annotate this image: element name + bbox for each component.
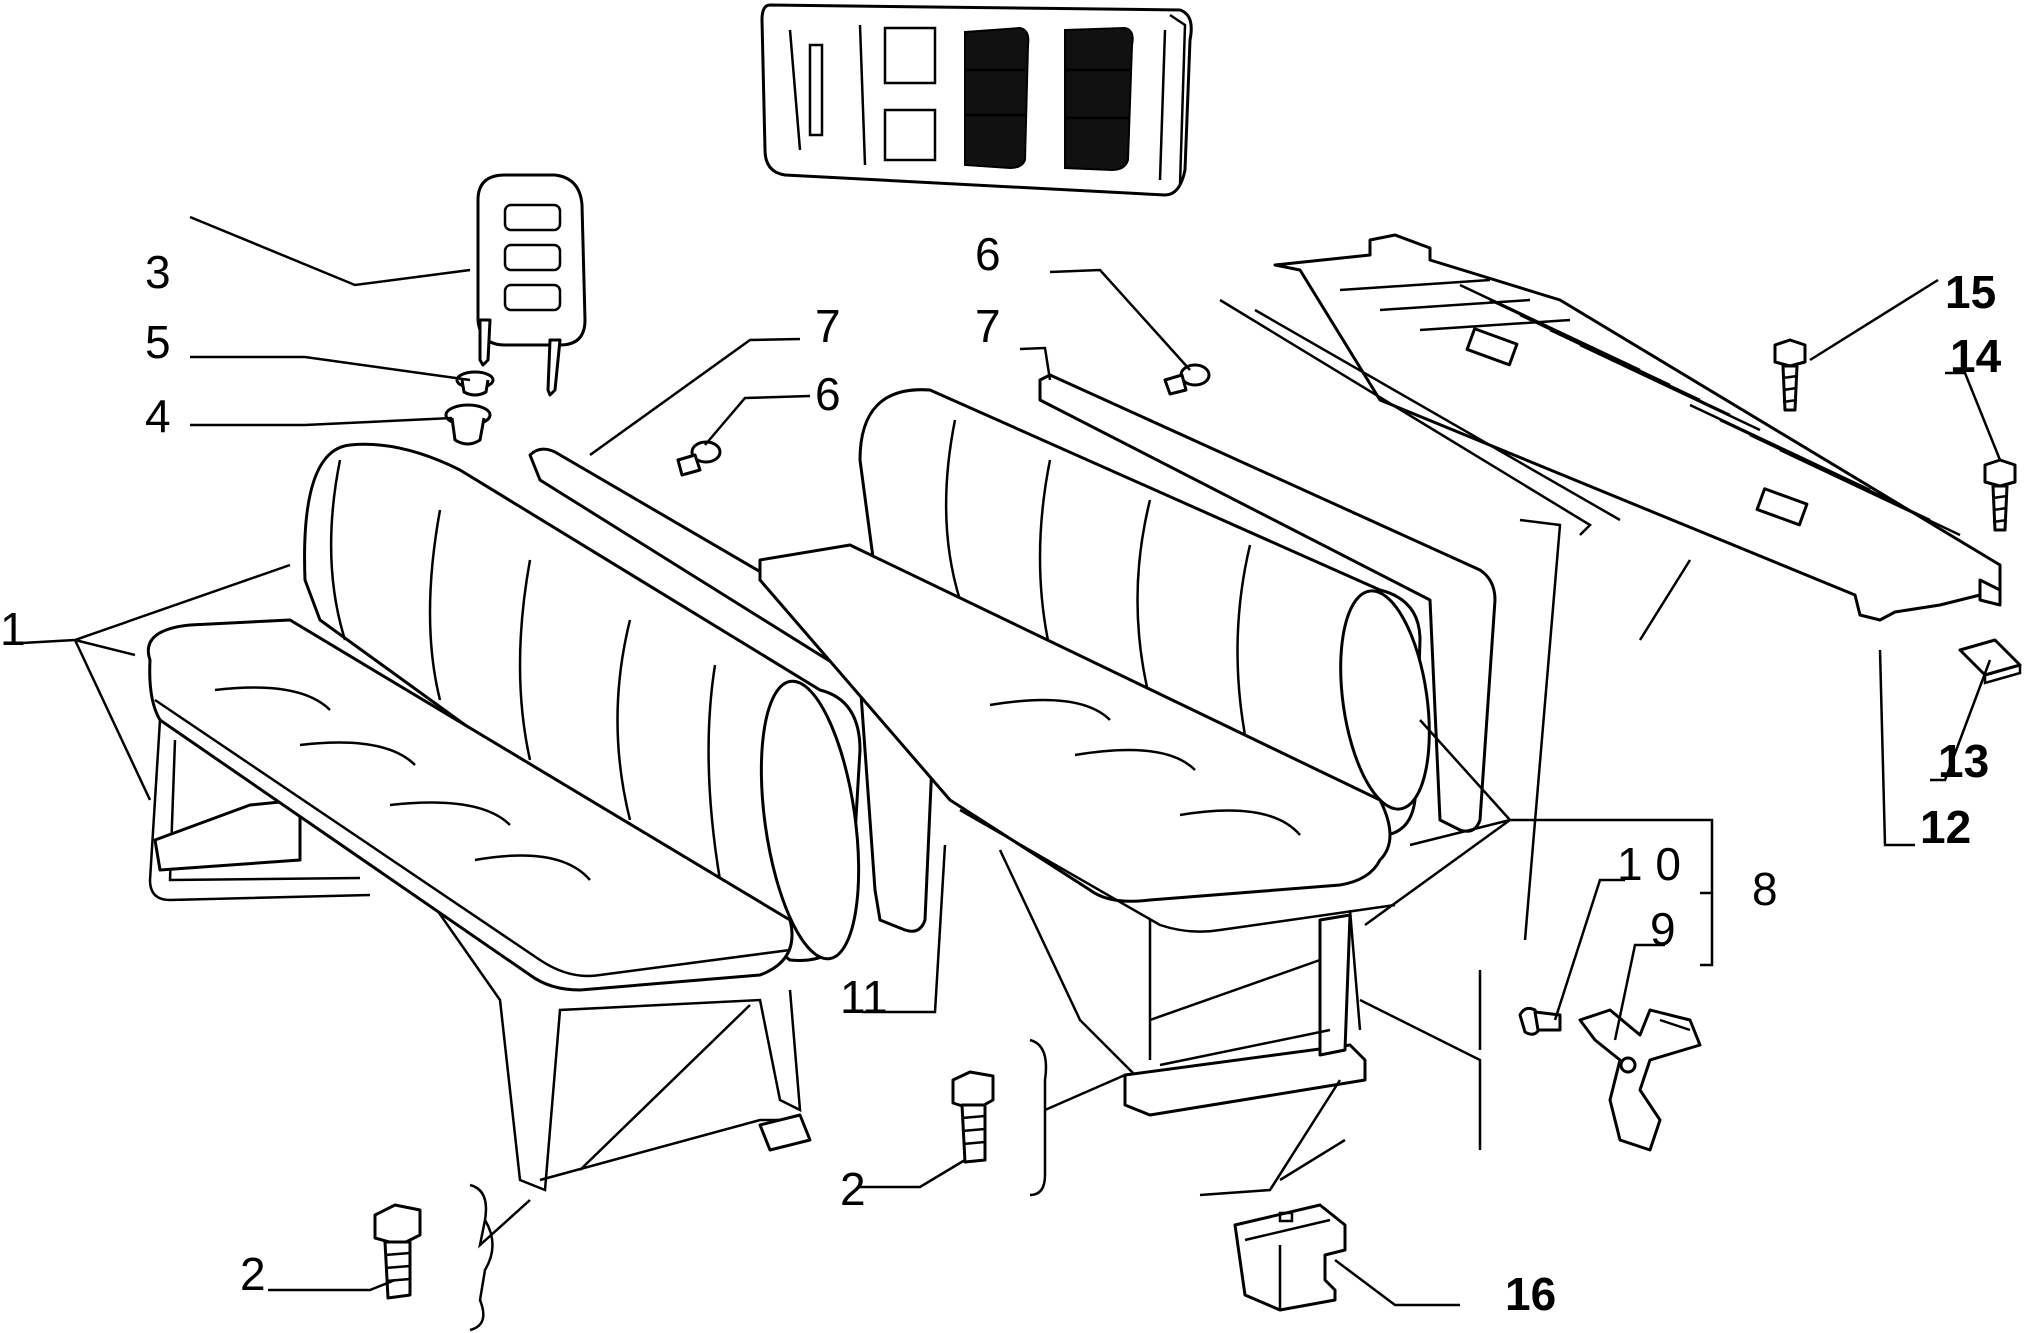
callout-2-left: 2: [240, 1248, 266, 1300]
highlighted-rear-seat-1: [964, 26, 1030, 170]
callout-1: 1: [0, 603, 26, 655]
callout-6-rear: 6: [975, 228, 1001, 280]
leader-lines: [21, 215, 2002, 1332]
callout-14: 14: [1950, 330, 2002, 382]
callout-15: 15: [1945, 266, 1996, 318]
seat-latch: [1578, 1008, 1702, 1152]
callout-6-front: 6: [815, 368, 841, 420]
callout-3: 3: [145, 246, 171, 298]
callout-7-front: 7: [815, 300, 841, 352]
headrest-bushing-lower: [444, 403, 492, 446]
shelf-washer: [1958, 638, 2022, 685]
callout-16: 16: [1505, 1268, 1556, 1320]
lock-pin: [1518, 1006, 1562, 1036]
rear-bench-seat: [758, 388, 1431, 1117]
shelf-bolt-upper: [1773, 338, 1807, 412]
callout-labels: 1 2 2 3 4 5 6 6 7 7 8 9 1 0 11 12 13 14 …: [0, 228, 2002, 1320]
callout-10: 1 0: [1617, 838, 1681, 890]
cover-cap: [1233, 1203, 1347, 1312]
retaining-knob-rear: [1163, 363, 1211, 396]
callout-7-rear: 7: [975, 300, 1001, 352]
callout-4: 4: [145, 390, 171, 442]
front-bench-seat: [147, 442, 862, 1192]
side-panel-rear: [1038, 373, 1497, 833]
headrest: [476, 173, 587, 397]
headrest-bushing-upper: [455, 370, 495, 397]
shelf-panel: [1273, 233, 2002, 622]
shelf-bolt-lower: [1983, 458, 2017, 532]
retaining-knob-front: [676, 440, 722, 477]
callout-8: 8: [1752, 863, 1778, 915]
vehicle-top-view: [760, 3, 1193, 197]
callout-2-middle: 2: [840, 1163, 866, 1215]
callout-9: 9: [1650, 903, 1676, 955]
callout-13: 13: [1938, 735, 1989, 787]
callout-5: 5: [145, 316, 171, 368]
callout-12: 12: [1920, 801, 1971, 853]
highlighted-rear-seat-2: [1064, 26, 1134, 172]
callout-11: 11: [840, 971, 888, 1023]
seat-bolt-middle: [951, 1070, 995, 1164]
seat-bolt-left: [373, 1203, 422, 1300]
